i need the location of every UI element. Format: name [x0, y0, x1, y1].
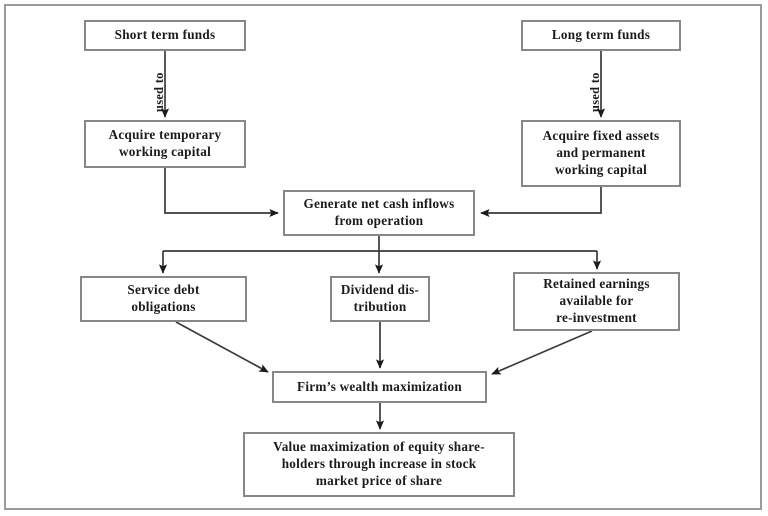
node-label: Firm’s wealth maximization: [297, 378, 462, 394]
edge-label-used-to-right: used to: [588, 72, 602, 112]
node-label: Value maximization of equity share-holde…: [273, 439, 485, 488]
node-firms-wealth-maximization[interactable]: Firm’s wealth maximization: [272, 371, 487, 403]
node-label: Short term funds: [114, 27, 216, 43]
node-short-term-funds[interactable]: Short term funds: [84, 20, 246, 51]
node-value-maximization[interactable]: Value maximization of equity share-holde…: [243, 432, 515, 497]
edge-label-used-to-left: used to: [152, 72, 166, 112]
node-dividend-distribution[interactable]: Dividend dis-tribution: [330, 276, 430, 322]
node-label: Long term funds: [551, 27, 651, 43]
node-long-term-funds[interactable]: Long term funds: [521, 20, 681, 51]
node-label: Dividend dis-tribution: [340, 282, 420, 314]
